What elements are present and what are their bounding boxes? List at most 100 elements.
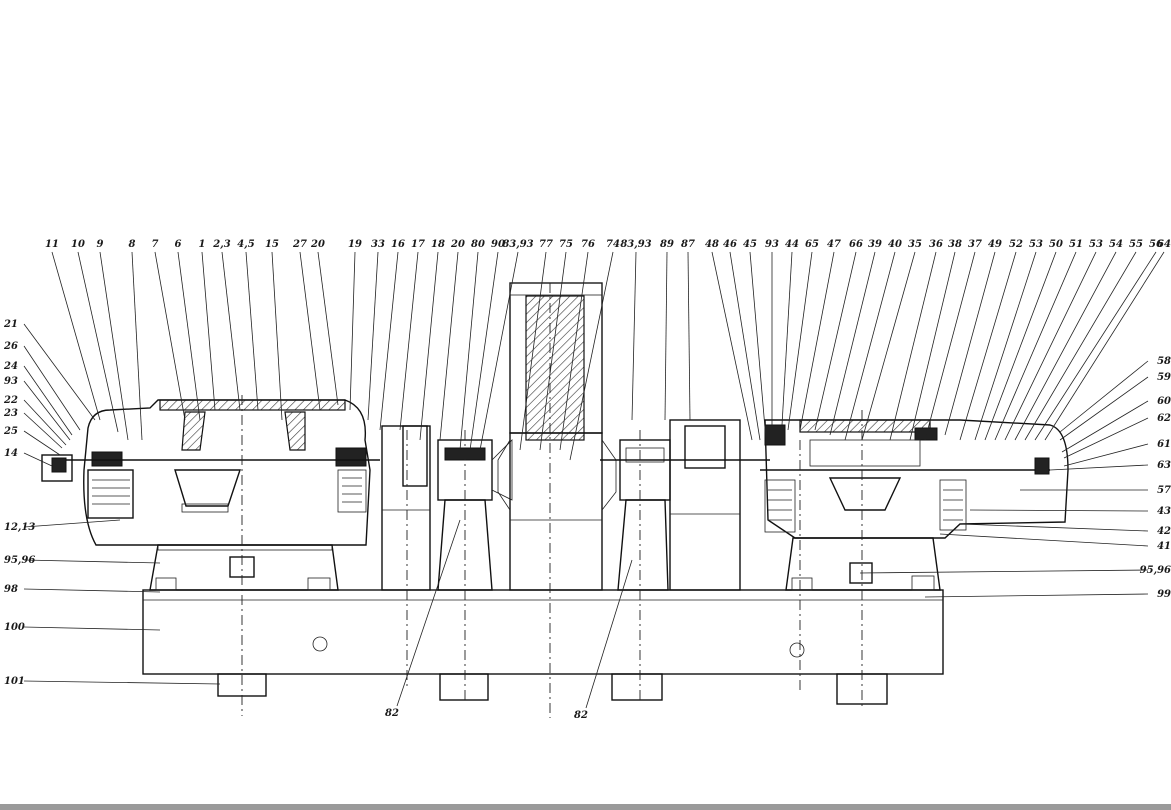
top-callout-label: 18 [431, 239, 445, 250]
left-leader-line [23, 626, 161, 631]
top-callout-label: 93 [765, 239, 779, 250]
top-leader-line [245, 251, 259, 411]
top-callout-label: 6 [175, 239, 182, 250]
right-bearing-stand [617, 439, 671, 591]
left-callout-label: 93 [4, 376, 18, 387]
top-callout-label: 20 [310, 239, 325, 250]
top-leader-line [959, 251, 1017, 441]
top-callout-label: 10 [71, 239, 85, 250]
top-callout-label: 2,3 [212, 239, 230, 250]
top-callout-label: 45 [743, 239, 757, 250]
top-callout-label: 77 [539, 239, 553, 250]
top-callout-label: 19 [348, 239, 362, 250]
right-leader-line [1049, 464, 1149, 471]
top-leader-line [317, 251, 339, 406]
top-callout-label: 80 [471, 239, 485, 250]
left-bearing-stand [437, 439, 513, 591]
coupling-left [381, 425, 431, 591]
top-leader-line [559, 251, 589, 451]
right-callout-label: 43 [1157, 506, 1171, 517]
coupling-right [600, 419, 770, 591]
right-leader-line [924, 593, 1149, 598]
left-leader-line [23, 380, 71, 441]
right-leader-line [859, 569, 1149, 574]
top-leader-line [201, 251, 216, 411]
top-leader-line [1024, 251, 1137, 441]
top-leader-line [479, 251, 519, 451]
top-leader-line [569, 251, 614, 461]
right-leader-line [969, 509, 1149, 512]
top-leader-line [729, 251, 761, 441]
top-leader-line [419, 251, 439, 441]
top-callout-label: 7 [152, 239, 159, 250]
top-callout-label: 83,93 [620, 239, 651, 250]
top-leader-line [984, 251, 1057, 441]
top-callout-label: 49 [988, 239, 1002, 250]
top-callout-label: 65 [805, 239, 819, 250]
top-callout-label: 53 [1029, 239, 1043, 250]
top-leader-line [1004, 251, 1097, 441]
top-leader-line [177, 251, 201, 421]
top-callout-label: 46 [723, 239, 737, 250]
top-callout-label: 44 [785, 239, 799, 250]
right-leader-line [1063, 443, 1149, 467]
left-callout-label: 12,13 [4, 522, 35, 533]
left-callout-label: 101 [4, 676, 25, 687]
base-plate [142, 589, 944, 675]
top-callout-label: 51 [1069, 239, 1083, 250]
top-leader-line [439, 251, 459, 441]
right-motor [760, 419, 1069, 539]
top-callout-label: 9 [97, 239, 104, 250]
top-callout-label: 47 [827, 239, 841, 250]
left-leader-line [23, 588, 161, 593]
top-leader-line [349, 251, 356, 411]
right-leader-line [939, 533, 1149, 547]
right-leader-line [1063, 417, 1149, 459]
top-callout-label: 1 [199, 239, 206, 250]
top-callout-label: 74 [606, 239, 620, 250]
top-leader-line [814, 251, 857, 431]
scan-bottom-edge [0, 804, 1171, 810]
left-callout-label: 22 [3, 395, 18, 406]
top-callout-label: 76 [581, 239, 595, 250]
top-leader-line [749, 251, 767, 441]
left-callout-label: 100 [4, 622, 25, 633]
right-callout-label: 41 [1157, 541, 1171, 552]
top-leader-line [889, 251, 937, 441]
bottom-callout-label: 82 [385, 708, 399, 719]
top-leader-lines [51, 251, 1165, 461]
right-callout-label: 59 [1157, 372, 1171, 383]
left-leader-line [23, 365, 73, 436]
right-callout-label: 63 [1157, 460, 1171, 471]
left-leader-line [23, 412, 63, 449]
top-leader-line [974, 251, 1037, 441]
top-callout-label: 11 [45, 239, 59, 250]
top-leader-line [99, 251, 129, 441]
top-callout-label: 90 [491, 239, 505, 250]
left-leader-line [23, 519, 121, 528]
top-leader-line [909, 251, 956, 441]
top-leader-line [799, 251, 835, 431]
top-callout-label: 8 [129, 239, 136, 250]
bottom-callout-label: 82 [574, 710, 588, 721]
top-callout-label: 50 [1049, 239, 1063, 250]
right-leader-line [1059, 360, 1149, 433]
top-leader-line [711, 251, 753, 441]
top-callout-label: 48 [705, 239, 719, 250]
left-leader-line [23, 430, 61, 456]
top-callout-label: 20 [450, 239, 465, 250]
left-leader-line [23, 345, 81, 431]
top-leader-line [77, 251, 119, 433]
left-callout-label: 26 [3, 341, 18, 352]
top-callout-label: 66 [849, 239, 863, 250]
top-leader-line [861, 251, 916, 441]
left-leader-line [23, 559, 161, 564]
top-callout-label: 35 [908, 239, 922, 250]
top-callout-label: 40 [888, 239, 902, 250]
top-leader-line [539, 251, 567, 451]
left-callout-label: 23 [3, 408, 18, 419]
top-leader-line [664, 251, 668, 421]
